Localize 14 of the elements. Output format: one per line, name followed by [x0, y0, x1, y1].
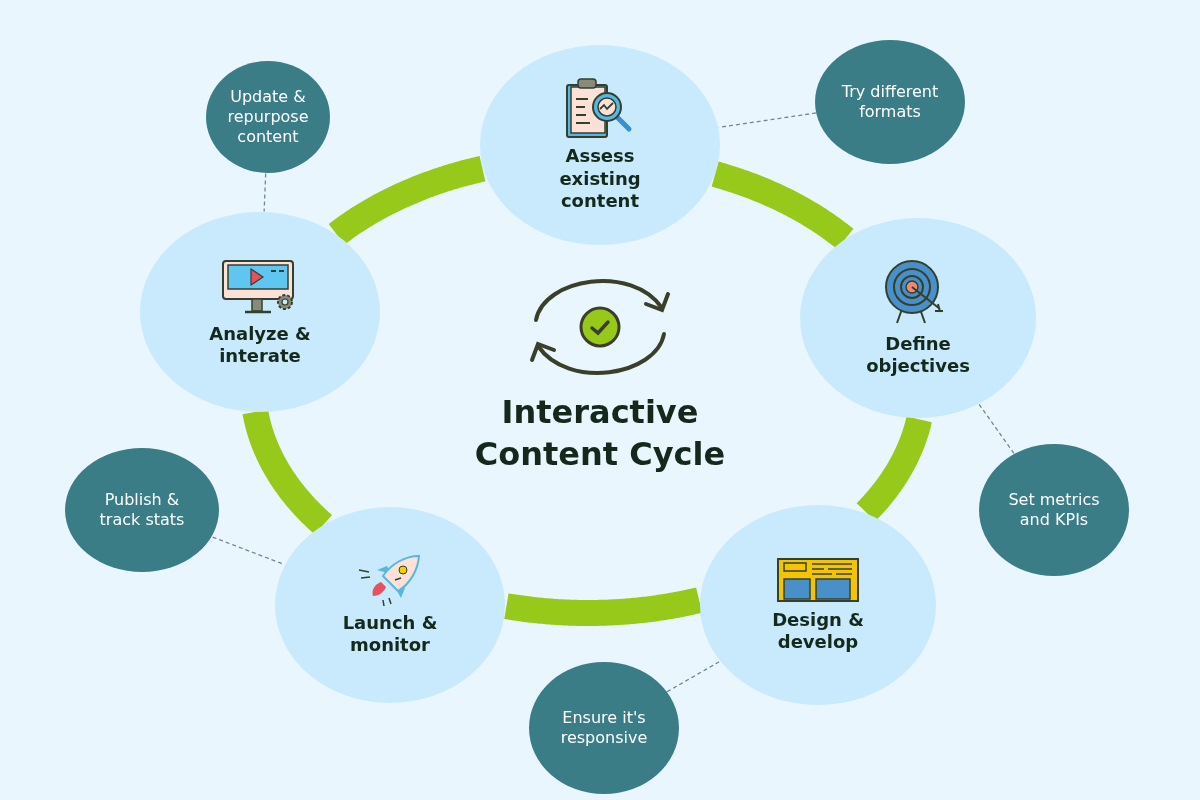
diagram-title: Interactive Content Cycle [473, 392, 727, 475]
leader-line [978, 403, 1015, 454]
tip-label: Try different formats [840, 82, 940, 122]
tip-label: Publish & track stats [98, 490, 186, 530]
leader-line [666, 660, 721, 693]
tip-label: Set metrics and KPIs [1007, 490, 1101, 530]
step-label: Design & develop [771, 608, 865, 654]
step-label: Assess existing content [558, 145, 642, 213]
step-label: Define objectives [865, 332, 971, 378]
tip-label: Update & repurpose content [226, 87, 310, 147]
step-label: Analyze & interate [208, 322, 312, 368]
step-label: Launch & monitor [341, 611, 439, 657]
leader-line [263, 172, 267, 213]
tip-label: Ensure it's responsive [559, 708, 649, 748]
